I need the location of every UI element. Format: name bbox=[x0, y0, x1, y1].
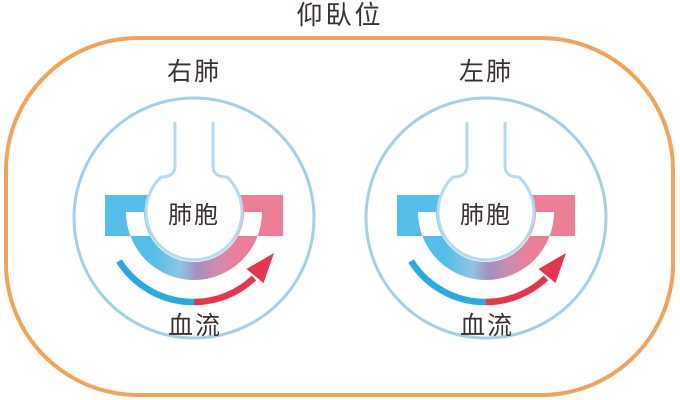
alveolus-label: 肺胞 bbox=[168, 202, 220, 229]
blood-flow-label: 血流 bbox=[168, 312, 222, 340]
blood-flow-arrow-icon bbox=[408, 253, 566, 306]
right-lung-group: 右肺 肺胞 血流 bbox=[72, 58, 316, 340]
right-lung-label: 右肺 bbox=[167, 58, 221, 86]
blood-flow-arrow-icon bbox=[116, 253, 274, 306]
diagram-title: 仰臥位 bbox=[296, 0, 383, 30]
alveolus-shape bbox=[144, 122, 244, 262]
blood-flow-arrow-red-segment bbox=[193, 275, 257, 306]
blood-flow-arrow-red-segment bbox=[485, 275, 549, 306]
blood-flow-arrow-blue-segment bbox=[116, 259, 195, 306]
blood-flow-arrow-blue-segment bbox=[408, 259, 487, 306]
left-lung-label: 左肺 bbox=[459, 58, 513, 86]
alveolus-shape bbox=[436, 122, 536, 262]
blood-flow-label: 血流 bbox=[460, 312, 514, 340]
body-outline-border bbox=[4, 36, 675, 397]
left-lung-group: 左肺 肺胞 血流 bbox=[364, 58, 608, 340]
alveolus-label: 肺胞 bbox=[460, 202, 512, 229]
blood-flow-arrowhead bbox=[246, 253, 274, 283]
blood-flow-arrowhead bbox=[538, 253, 566, 283]
